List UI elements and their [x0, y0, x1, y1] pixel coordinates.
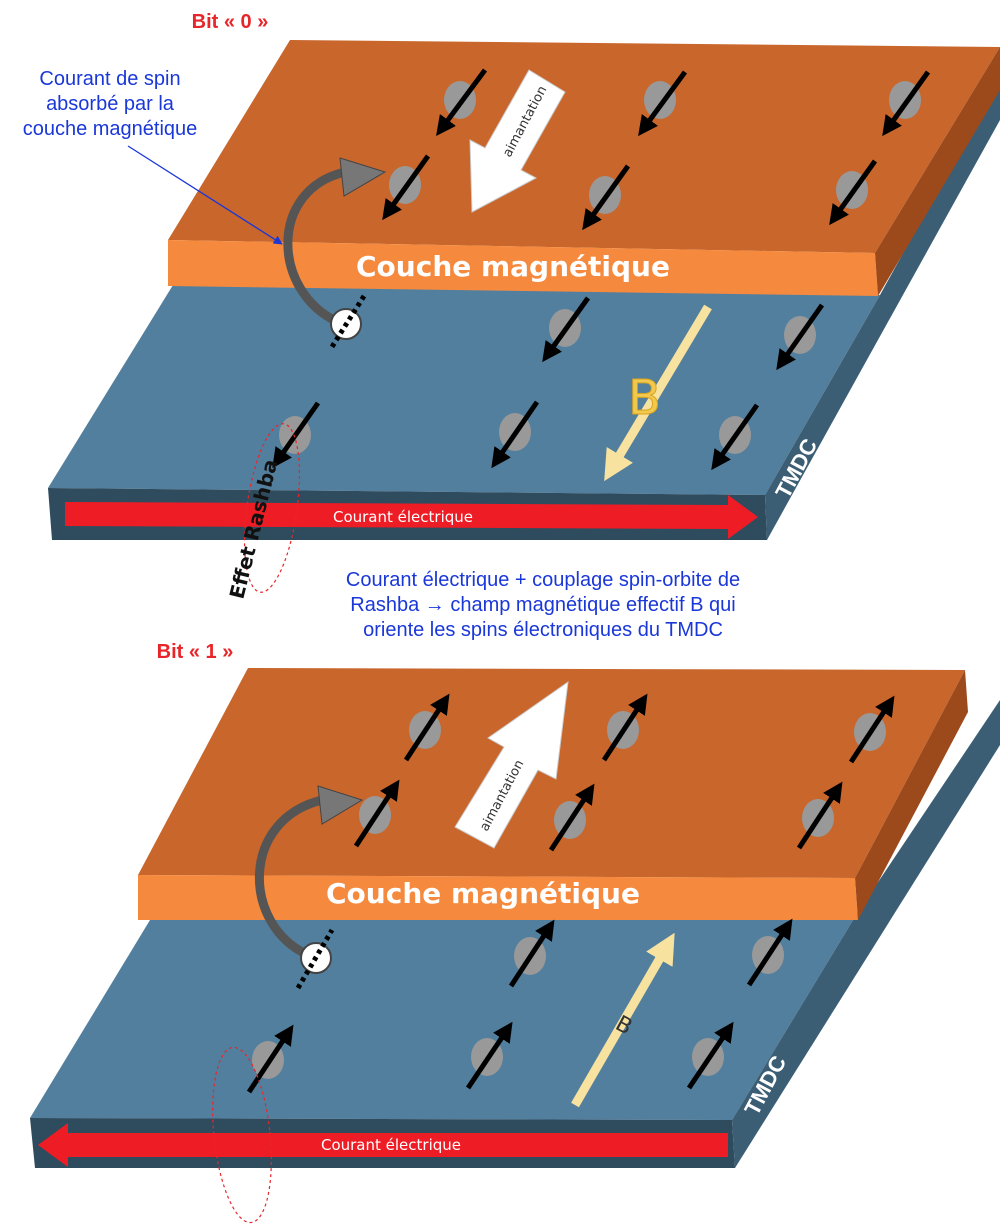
- spin-icon: [403, 693, 450, 762]
- spin-icon: [638, 70, 688, 137]
- spin-icon: [548, 783, 595, 852]
- current-label-bottom: Courant électrique: [321, 1136, 461, 1154]
- spins-magnetic-bottom: [353, 693, 895, 852]
- spins-tmdc-top: [272, 296, 825, 471]
- rashba-loop-bottom: [212, 1046, 272, 1224]
- spin-icon: [542, 296, 591, 363]
- magnetic-layer-label-bottom: Couche magnétique: [326, 877, 640, 910]
- spin-current-line-1: Courant de spin: [39, 68, 180, 90]
- spin-icon: [491, 400, 540, 469]
- spin-current-line-2: absorbé par la: [46, 93, 175, 115]
- explanation-annotation: Courant électrique + couplage spin-orbit…: [346, 569, 740, 641]
- spin-icon: [829, 159, 878, 226]
- magnetization-arrow-top: [469, 69, 566, 213]
- explanation-line-2: Rashba → champ magnétique effectif B qui: [350, 594, 735, 616]
- current-label-top: Courant électrique: [333, 508, 473, 526]
- field-arrow-top: [604, 304, 712, 482]
- spin-current-bottom: [254, 785, 364, 990]
- spin-icon: [746, 918, 793, 987]
- spin-current-annotation: Courant de spin absorbé par la couche ma…: [23, 68, 283, 245]
- spin-icon: [353, 779, 400, 848]
- spin-icon: [465, 1021, 513, 1090]
- spin-icon: [848, 695, 895, 764]
- spin-icon: [508, 919, 555, 988]
- spin-icon: [601, 693, 648, 762]
- spin-icon: [711, 403, 760, 471]
- spin-current-top: [283, 157, 387, 352]
- panel-bit-1: B Couche magnétique Courant électrique T…: [30, 668, 1000, 1224]
- field-label-top: B: [628, 370, 661, 426]
- spin-icon: [686, 1021, 734, 1090]
- rashba-loop-top: [243, 423, 301, 593]
- spin-icon: [436, 68, 488, 137]
- spin-icon: [796, 781, 843, 850]
- spin-current-line-3: couche magnétique: [23, 118, 198, 140]
- spins-tmdc-bottom: [246, 918, 793, 1094]
- spin-icon: [776, 303, 825, 371]
- field-arrow-bottom: [571, 932, 675, 1108]
- magnetic-layer-top: [168, 40, 1000, 296]
- spin-icon: [882, 70, 931, 137]
- explanation-line-1: Courant électrique + couplage spin-orbit…: [346, 569, 740, 591]
- spins-magnetic-top: [382, 68, 931, 231]
- spin-icon: [246, 1024, 294, 1094]
- magnetization-arrow-bottom: [454, 680, 569, 849]
- bit-1-label: Bit « 1 »: [157, 641, 234, 663]
- bit-0-label: Bit « 0 »: [192, 11, 269, 33]
- magnetic-layer-label-top: Couche magnétique: [356, 250, 670, 283]
- explanation-line-3: oriente les spins électroniques du TMDC: [363, 619, 723, 641]
- spin-icon: [582, 164, 631, 231]
- current-arrow-top: [65, 495, 758, 539]
- panel-bit-0: B Effet Rashba Couche magnétique Courant…: [48, 40, 1000, 601]
- current-arrow-bottom: [38, 1123, 728, 1167]
- spin-icon: [382, 154, 431, 221]
